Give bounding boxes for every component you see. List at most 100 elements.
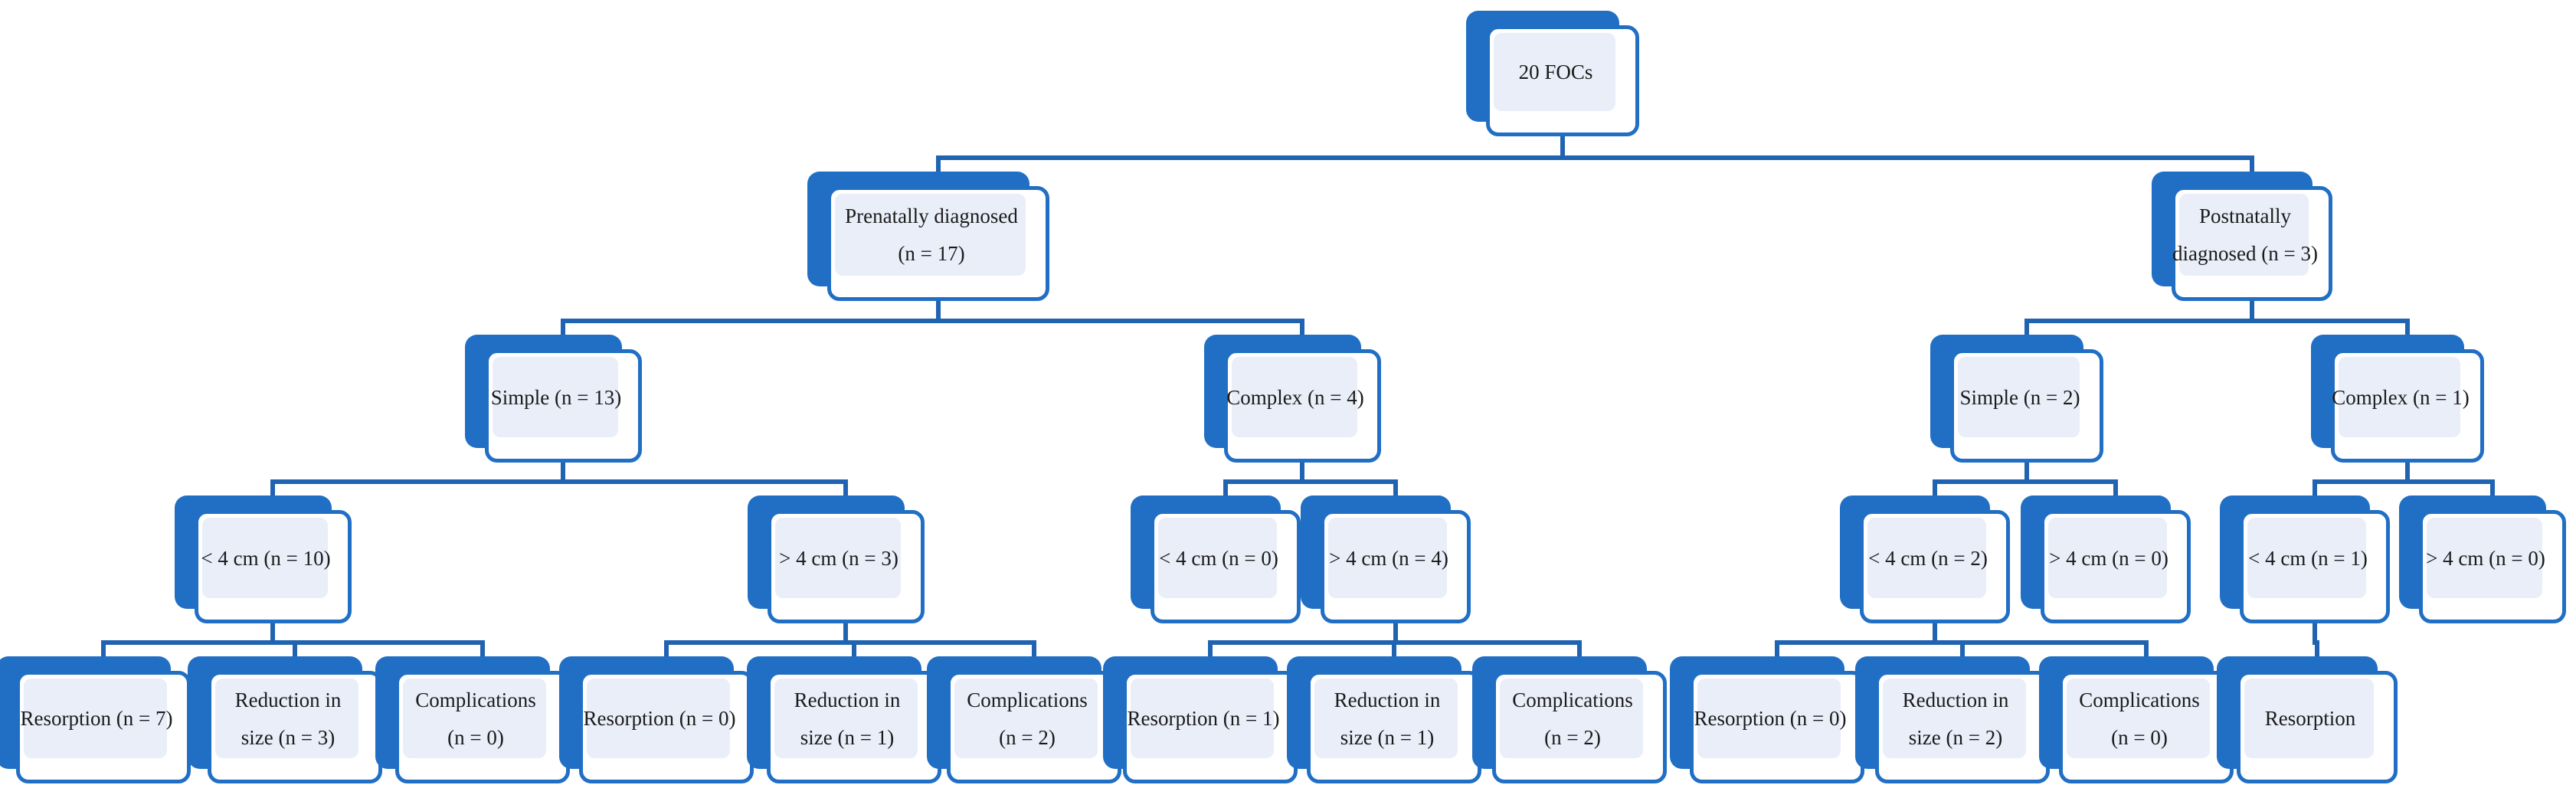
- node-panel: [403, 679, 546, 758]
- connector-stem: [270, 623, 275, 645]
- node-box: > 4 cm (n = 0): [2419, 510, 2566, 623]
- connector-drop: [1208, 640, 1213, 671]
- node-box: 20 FOCs: [1486, 25, 1639, 136]
- connector-drop: [1300, 319, 1304, 349]
- connector-drop: [664, 640, 669, 671]
- connector-drop: [2315, 640, 2319, 671]
- node-label-line: Resorption (n = 0): [1694, 707, 1847, 731]
- node-panel: [2067, 679, 2210, 758]
- node-ps-gt4: > 4 cm (n = 3): [747, 495, 925, 623]
- node-panel: [1697, 679, 1841, 758]
- connector-drop: [936, 155, 941, 186]
- node-qs-lt4: < 4 cm (n = 2): [1840, 495, 2010, 623]
- node-box: Complications(n = 2): [947, 671, 1121, 783]
- node-g4-resorption: Resorption (n = 0): [1670, 656, 1864, 783]
- node-label: Simple (n = 2): [1947, 379, 2093, 417]
- connector-drop: [1577, 640, 1582, 671]
- connector-bus: [1933, 479, 2118, 484]
- connector-stem: [1560, 136, 1565, 160]
- node-panel: [24, 679, 167, 758]
- node-label: Complications(n = 2): [944, 682, 1111, 756]
- node-box: Complications(n = 0): [395, 671, 570, 783]
- connector-stem: [1300, 463, 1304, 484]
- node-panel: [1500, 679, 1643, 758]
- node-label-line: Reduction in: [234, 688, 342, 711]
- node-panel: [1131, 679, 1274, 758]
- node-label-line: 20 FOCs: [1518, 61, 1593, 84]
- node-g2-resorption: Resorption (n = 0): [559, 656, 754, 783]
- node-panel: [215, 679, 358, 758]
- node-label-line: Complex (n = 1): [2332, 385, 2470, 409]
- node-root: 20 FOCs: [1466, 11, 1639, 136]
- connector-stem: [2250, 301, 2254, 323]
- node-box: Resorption: [2237, 671, 2398, 783]
- node-label-line: < 4 cm (n = 10): [201, 546, 331, 570]
- connector-drop: [1775, 640, 1779, 671]
- node-box: Simple (n = 13): [484, 349, 642, 463]
- node-g4-complications: Complications(n = 0): [2039, 656, 2234, 783]
- node-g3-resorption: Resorption (n = 1): [1103, 656, 1298, 783]
- node-label: Resorption (n = 0): [1687, 700, 1854, 737]
- node-box: < 4 cm (n = 1): [2240, 510, 2390, 623]
- node-label-line: > 4 cm (n = 0): [2426, 546, 2545, 570]
- connector-bus: [2024, 319, 2410, 323]
- node-panel: [1494, 33, 1615, 111]
- node-label-line: Complications: [2079, 688, 2200, 711]
- node-label-line: Reduction in: [1334, 688, 1441, 711]
- node-label-line: (n = 2): [1544, 725, 1601, 749]
- connector-drop: [2024, 319, 2029, 349]
- node-label-line: Resorption: [2264, 707, 2356, 731]
- node-label-line: Complex (n = 4): [1226, 385, 1364, 409]
- node-label: < 4 cm (n = 0): [1147, 540, 1290, 577]
- node-label-line: < 4 cm (n = 0): [1159, 546, 1278, 570]
- connector-drop: [1393, 479, 1398, 510]
- connector-drop: [2250, 155, 2254, 186]
- node-panel: [2179, 194, 2309, 276]
- connector-stem: [2313, 623, 2317, 645]
- node-label-line: size (n = 2): [1908, 725, 2003, 749]
- node-qs-gt4: > 4 cm (n = 0): [2021, 495, 2191, 623]
- node-panel: [1231, 357, 1357, 437]
- node-g4-reduction: Reduction in size (n = 2): [1855, 656, 2050, 783]
- node-label-line: < 4 cm (n = 2): [1868, 546, 1988, 570]
- node-label-line: diagnosed (n = 3): [2172, 242, 2318, 265]
- node-box: < 4 cm (n = 10): [194, 510, 352, 623]
- node-label-line: Simple (n = 13): [490, 385, 622, 409]
- node-label-line: Reduction in: [1902, 688, 2009, 711]
- connector-drop: [1223, 479, 1228, 510]
- connector-drop: [2313, 479, 2317, 510]
- node-label: < 4 cm (n = 1): [2237, 540, 2379, 577]
- node-label-line: Prenatally diagnosed: [845, 204, 1018, 228]
- node-box: Complex (n = 1): [2331, 349, 2484, 463]
- node-label-line: size (n = 3): [241, 725, 336, 749]
- node-post-simple: Simple (n = 2): [1930, 335, 2103, 463]
- node-box: Resorption (n = 1): [1123, 671, 1298, 783]
- node-label: Resorption: [2234, 700, 2387, 737]
- node-label-line: < 4 cm (n = 1): [2248, 546, 2368, 570]
- node-box: Simple (n = 2): [1950, 349, 2103, 463]
- connector-stem: [2024, 463, 2029, 484]
- node-label-line: size (n = 1): [1340, 725, 1435, 749]
- node-panel: [2339, 357, 2460, 437]
- node-box: Complications(n = 2): [1492, 671, 1667, 783]
- node-g3-complications: Complications(n = 2): [1472, 656, 1667, 783]
- node-pc-gt4: > 4 cm (n = 4): [1301, 495, 1471, 623]
- connector-drop: [293, 640, 297, 671]
- node-label-line: > 4 cm (n = 0): [2049, 546, 2168, 570]
- node-label: > 4 cm (n = 0): [2038, 540, 2180, 577]
- node-label-line: Complications: [967, 688, 1088, 711]
- node-label: Resorption (n = 0): [576, 700, 743, 737]
- node-box: Complications(n = 0): [2059, 671, 2234, 783]
- node-pc-lt4: < 4 cm (n = 0): [1131, 495, 1301, 623]
- connector-drop: [1032, 640, 1036, 671]
- node-post-complex: Complex (n = 1): [2311, 335, 2484, 463]
- connector-drop: [843, 479, 848, 510]
- node-panel: [2048, 518, 2167, 598]
- connector-drop: [2113, 479, 2118, 510]
- node-label-line: > 4 cm (n = 4): [1329, 546, 1448, 570]
- connector-stem: [936, 301, 941, 323]
- node-box: Complex (n = 4): [1223, 349, 1381, 463]
- node-panel: [587, 679, 730, 758]
